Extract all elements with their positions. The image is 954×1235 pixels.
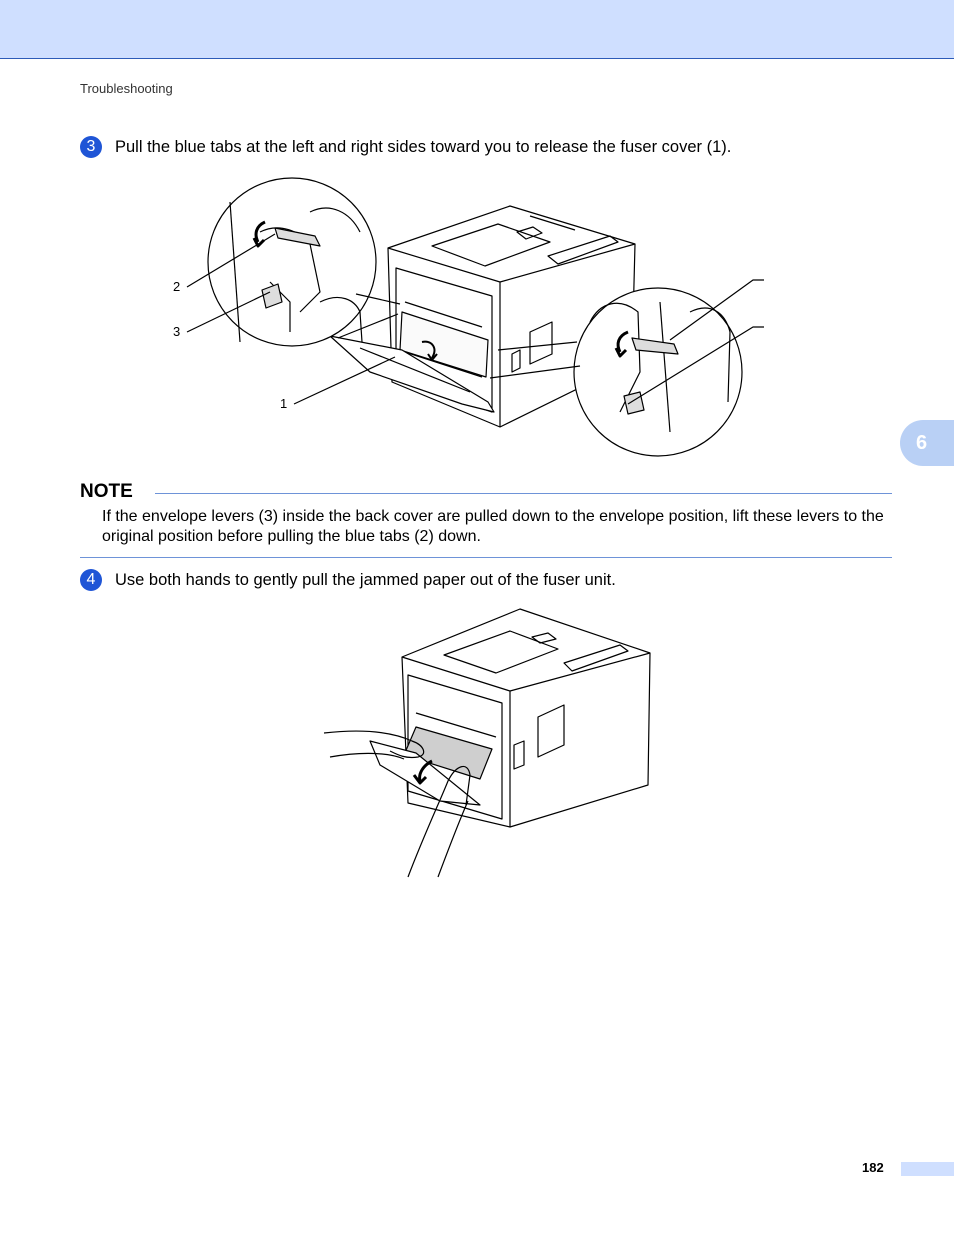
- footer-band: [901, 1162, 954, 1176]
- page-number: 182: [862, 1160, 884, 1175]
- chapter-number: 6: [916, 431, 928, 454]
- callout-bottom-1: 1: [280, 396, 287, 411]
- note-divider: [155, 493, 892, 494]
- note-bottom-divider: [80, 557, 892, 558]
- pull-paper-illustration: [323, 608, 651, 878]
- callout-left-2: 2: [173, 279, 180, 294]
- step-4: 4 Use both hands to gently pull the jamm…: [80, 569, 616, 591]
- section-title: Troubleshooting: [80, 81, 173, 96]
- chapter-tab[interactable]: 6: [900, 420, 954, 466]
- step-number-badge: 4: [80, 569, 102, 591]
- step-text: Pull the blue tabs at the left and right…: [115, 138, 732, 156]
- header-band: [0, 0, 954, 59]
- step-3: 3 Pull the blue tabs at the left and rig…: [80, 136, 731, 158]
- note-title: NOTE: [80, 481, 133, 502]
- fuser-cover-illustration: 2 3 1 2 3: [173, 177, 764, 457]
- callout-left-3: 3: [173, 324, 180, 339]
- step-number-badge: 3: [80, 136, 102, 158]
- step-text: Use both hands to gently pull the jammed…: [115, 571, 616, 589]
- note-text: If the envelope levers (3) inside the ba…: [102, 508, 884, 545]
